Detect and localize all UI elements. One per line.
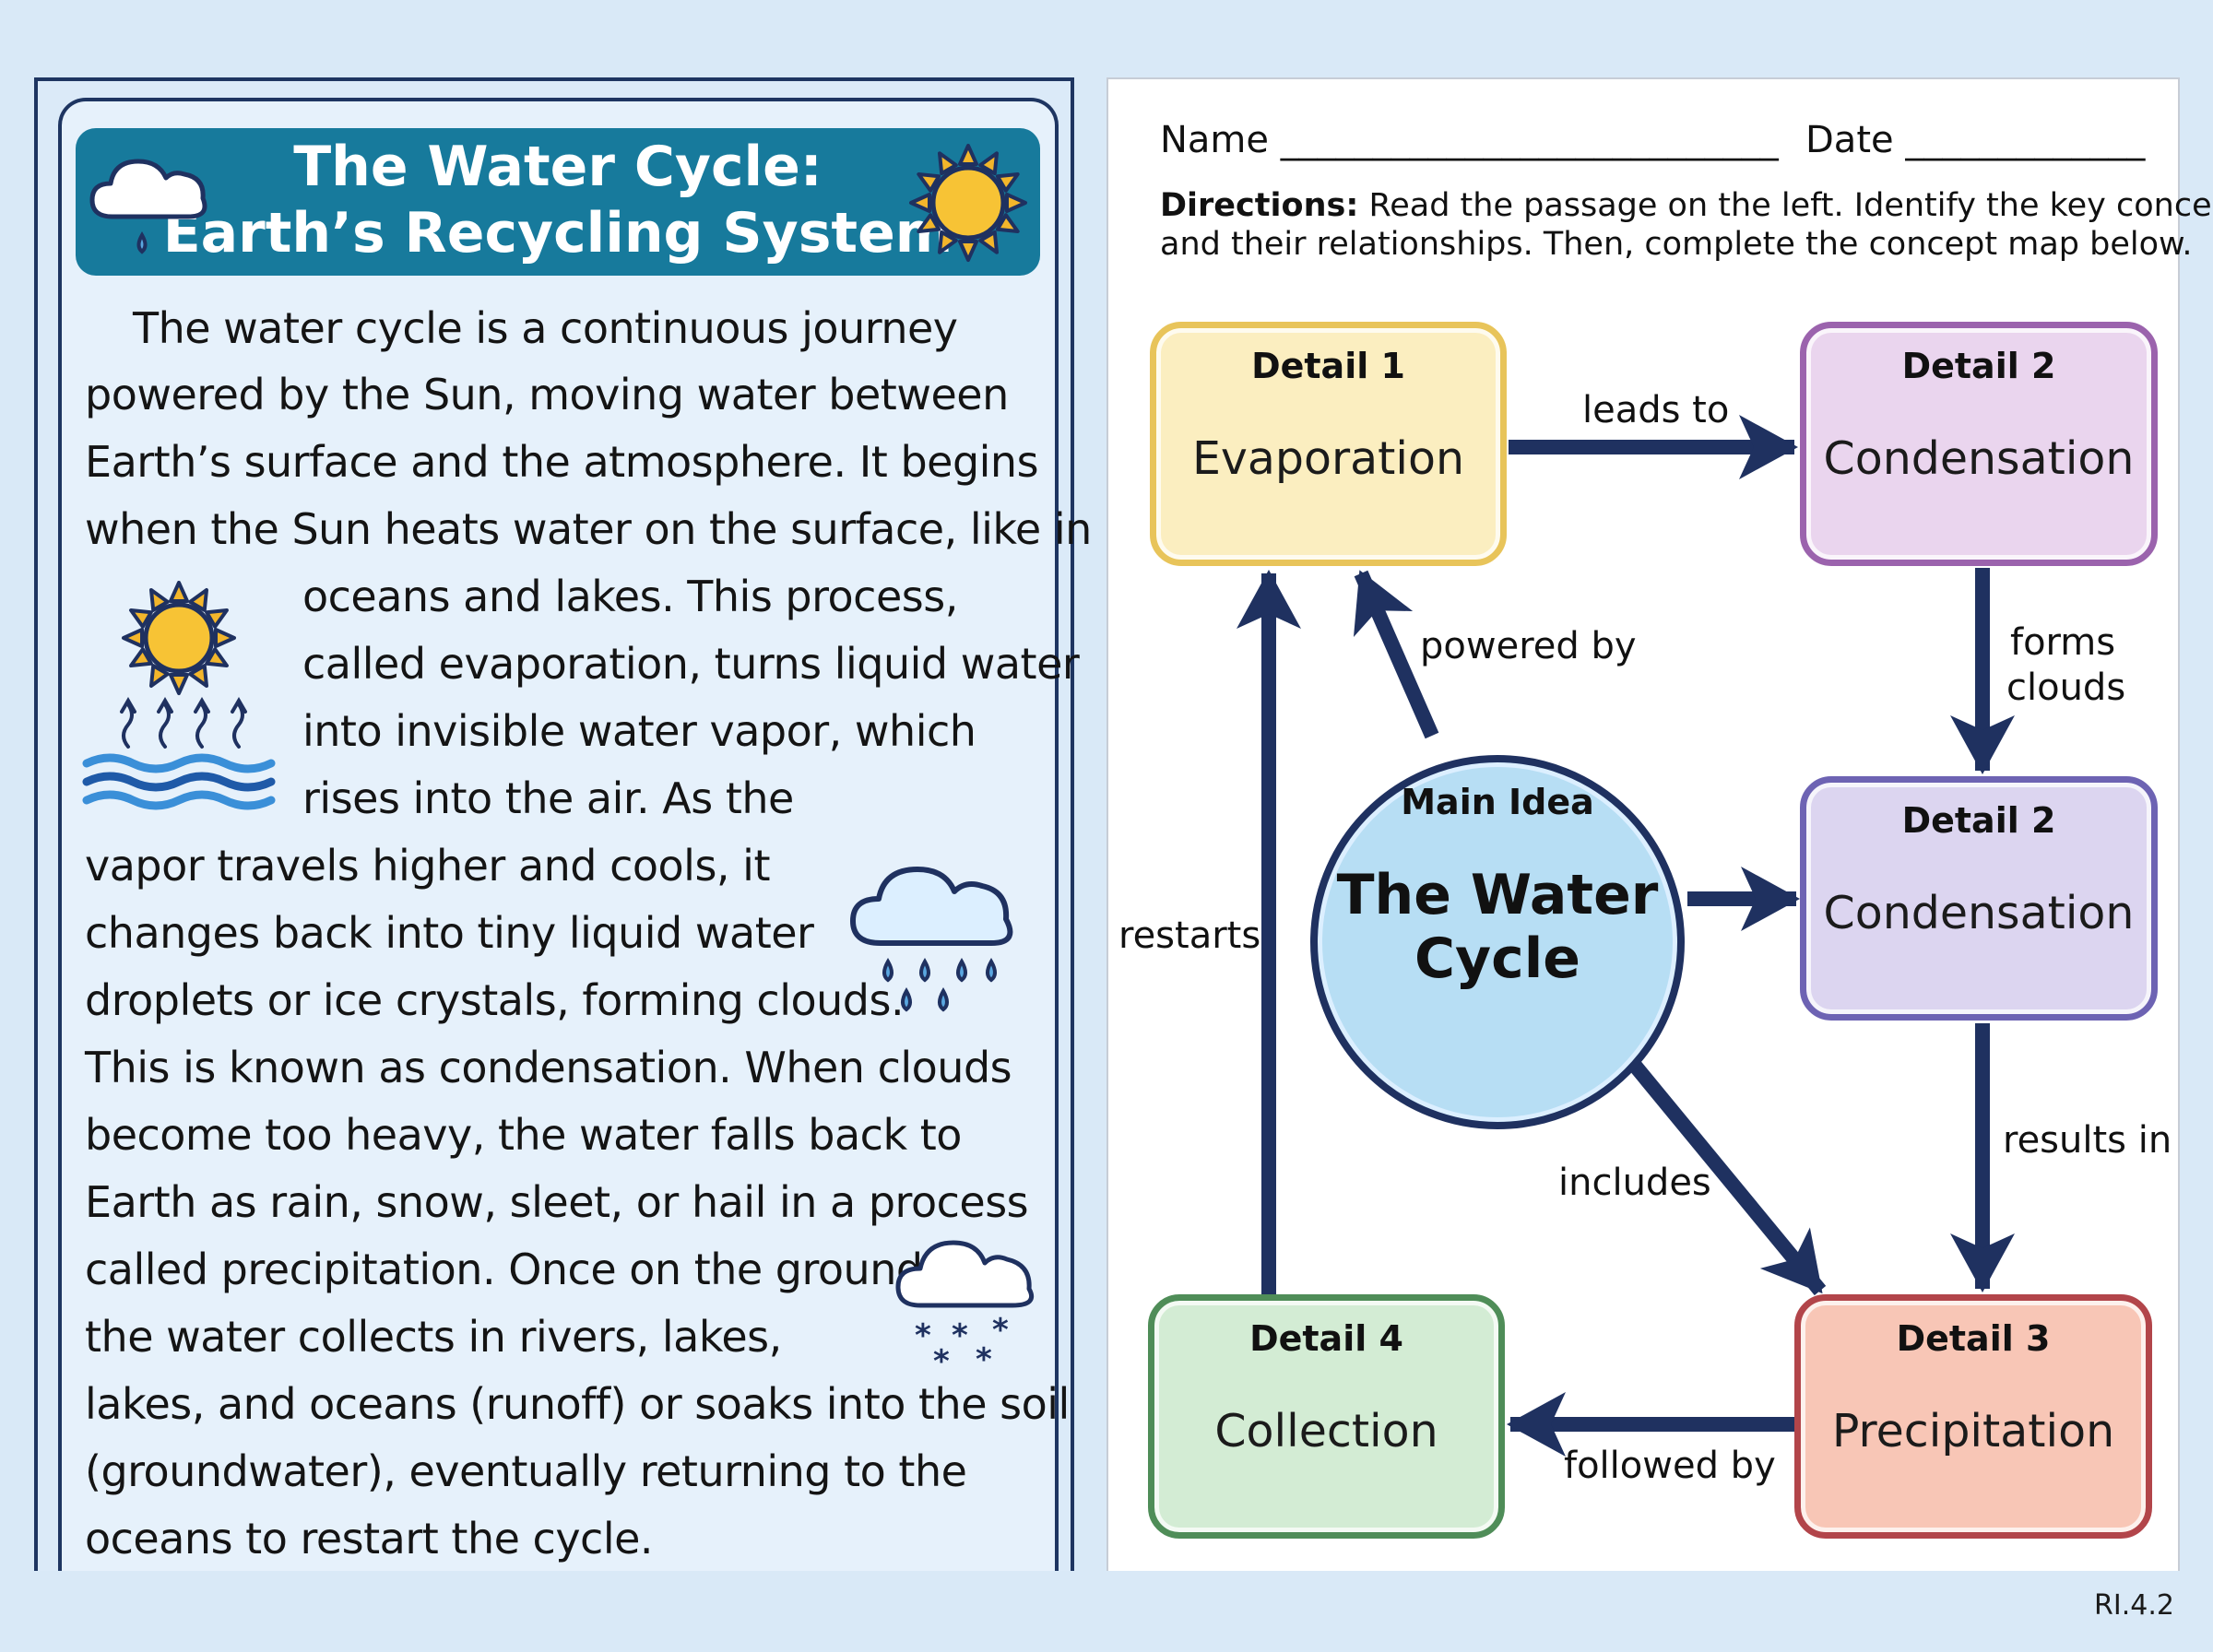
passage-title-banner: The Water Cycle: Earth’s Recycling Syste… (76, 128, 1040, 276)
passage-line: become too heavy, the water falls back t… (85, 1110, 962, 1160)
svg-text:*: * (976, 1341, 992, 1378)
rain-cloud-icon (850, 867, 1013, 1012)
node-label: Detail 4 (1249, 1318, 1403, 1359)
node-precipitation[interactable]: Detail 3 Precipitation (1794, 1294, 2152, 1539)
node-condensation-top[interactable]: Detail 2 Condensation (1800, 322, 2158, 566)
node-collection[interactable]: Detail 4 Collection (1148, 1294, 1505, 1539)
arrow-powered-by (1353, 570, 1439, 739)
node-evaporation[interactable]: Detail 1 Evaporation (1150, 322, 1507, 566)
evaporation-icon (82, 581, 276, 810)
svg-text:*: * (992, 1312, 1009, 1349)
node-term: Collection (1214, 1405, 1438, 1457)
sun-icon (909, 144, 1027, 262)
directions-text: Read the passage on the left. Identify t… (1368, 187, 2213, 224)
link-label-results-in: results in (2003, 1119, 2172, 1162)
link-label-restarts: restarts (1118, 914, 1261, 957)
node-condensation-middle[interactable]: Detail 2 Condensation (1800, 776, 2158, 1021)
passage-frame-inner (58, 98, 1059, 1571)
directions-label: Directions: (1160, 187, 1359, 224)
passage-line: when the Sun heats water on the surface,… (85, 504, 1092, 554)
main-idea-label: Main Idea (1401, 782, 1594, 822)
passage-line: Earth as rain, snow, sleet, or hail in a… (85, 1177, 1029, 1227)
svg-text:*: * (933, 1343, 950, 1380)
link-label-clouds: clouds (2006, 667, 2126, 709)
passage-line: (groundwater), eventually returning to t… (85, 1446, 967, 1496)
date-field[interactable]: Date _____________ (1805, 119, 2146, 161)
svg-text:*: * (915, 1317, 931, 1354)
rain-cloud-icon (89, 159, 207, 254)
passage-line: oceans and lakes. This process, (302, 572, 958, 621)
main-idea-title: The Water Cycle (1318, 864, 1677, 991)
passage-line: the water collects in rivers, lakes, (85, 1312, 782, 1362)
passage-line: called precipitation. Once on the ground… (85, 1245, 936, 1294)
passage-title-line1: The Water Cycle: (293, 135, 822, 199)
link-label-followed-by: followed by (1564, 1445, 1776, 1487)
passage-line: lakes, and oceans (runoff) or soaks into… (85, 1379, 1070, 1429)
node-label: Detail 2 (1901, 346, 2056, 386)
snow-cloud-icon: *** ** (895, 1240, 1035, 1380)
link-label-includes: includes (1558, 1162, 1711, 1204)
passage-line: powered by the Sun, moving water between (85, 370, 1009, 419)
svg-text:*: * (952, 1317, 968, 1354)
main-idea-title-line2: Cycle (1414, 926, 1580, 991)
node-term: Evaporation (1191, 432, 1465, 485)
arrow-includes (1616, 1045, 1827, 1296)
main-idea-circle[interactable]: Main Idea The Water Cycle (1310, 755, 1685, 1129)
passage-line: oceans to restart the cycle. (85, 1514, 654, 1564)
node-label: Detail 2 (1901, 800, 2056, 841)
passage-line: Earth’s surface and the atmosphere. It b… (85, 437, 1039, 487)
passage-line: called evaporation, turns liquid water (302, 639, 1080, 689)
link-label-leads-to: leads to (1582, 389, 1730, 431)
node-label: Detail 3 (1896, 1318, 2051, 1359)
link-label-powered-by: powered by (1420, 625, 1637, 667)
passage-title-line2: Earth’s Recycling System (162, 201, 953, 266)
passage-line: vapor travels higher and cools, it (85, 841, 771, 891)
node-label: Detail 1 (1251, 346, 1405, 386)
node-term: Condensation (1823, 887, 2135, 939)
link-label-forms: forms (2010, 621, 2116, 664)
directions-line2: and their relationships. Then, complete … (1160, 226, 2193, 263)
standard-code: RI.4.2 (2094, 1589, 2174, 1622)
passage-line: This is known as condensation. When clou… (85, 1043, 1012, 1092)
name-field[interactable]: Name ___________________________ (1160, 119, 1779, 161)
passage-line: The water cycle is a continuous journey (133, 303, 958, 353)
main-idea-title-line1: The Water (1336, 863, 1659, 927)
node-term: Condensation (1823, 432, 2135, 485)
passage-line: droplets or ice crystals, forming clouds… (85, 975, 905, 1025)
passage-line: rises into the air. As the (302, 773, 794, 823)
passage-line: changes back into tiny liquid water (85, 908, 814, 958)
node-term: Precipitation (1831, 1405, 2115, 1457)
passage-line: into invisible water vapor, which (302, 706, 976, 756)
directions-line1: Directions: Read the passage on the left… (1160, 190, 2213, 222)
